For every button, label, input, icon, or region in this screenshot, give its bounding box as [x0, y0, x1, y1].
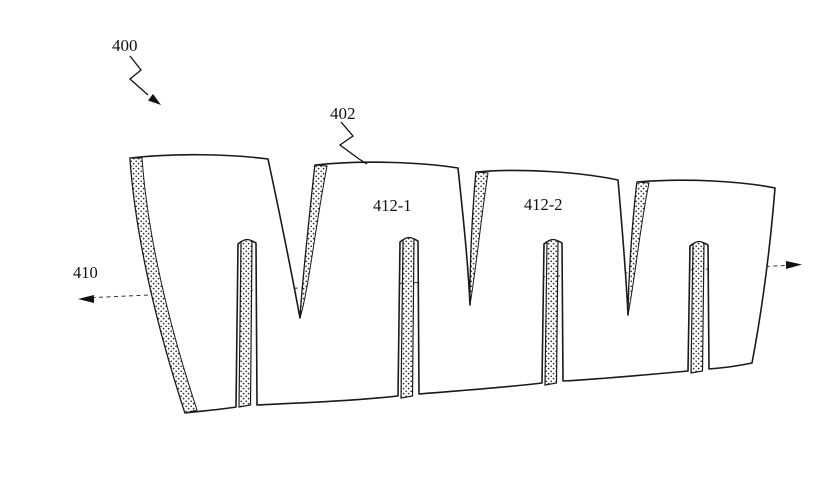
axis-arrow-right-icon: [786, 261, 802, 269]
label-402: 402: [330, 104, 356, 123]
axis-arrow-left-icon: [78, 295, 94, 303]
fin-strip-3: [544, 238, 559, 386]
left-edge-stipple-band: [129, 157, 198, 414]
band-outline: [129, 153, 776, 414]
label-410: 410: [73, 263, 98, 282]
leader-402: [338, 121, 368, 165]
label-412-1: 412-1: [373, 196, 412, 215]
notch3-stipple-band: [627, 181, 650, 316]
callout-402: 402: [330, 104, 368, 165]
notch1-stipple-band: [299, 164, 328, 319]
leader-400-arrowhead-icon: [148, 94, 161, 105]
label-400: 400: [112, 36, 138, 55]
fin-strip-4: [690, 240, 705, 374]
callout-400: 400: [112, 36, 161, 105]
fin-strip-2: [400, 236, 415, 399]
fin-strip-1: [238, 238, 253, 408]
label-412-2: 412-2: [524, 195, 563, 214]
leader-400: [128, 55, 149, 96]
notch2-stipple-band: [469, 171, 489, 306]
